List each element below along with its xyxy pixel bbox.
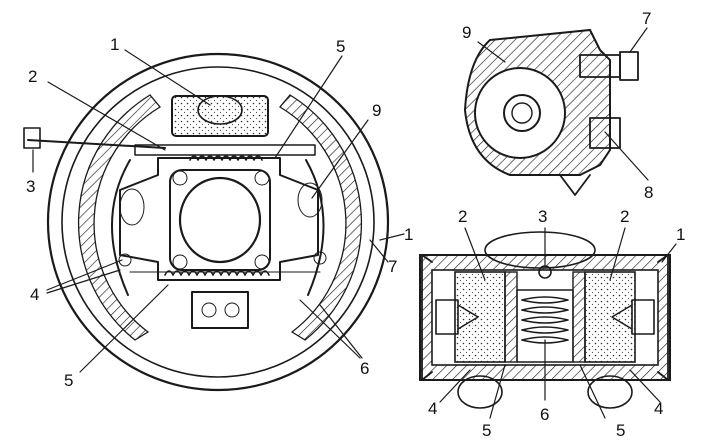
callout-cup-left: 5: [482, 421, 491, 440]
anchor-pin: [224, 302, 240, 318]
callout-shoe-cylinder: 1: [110, 35, 119, 54]
piston-right: [584, 271, 636, 363]
brake-shoe-lining-left: [77, 94, 161, 341]
piston-left: [454, 271, 506, 363]
mounting-lug-right: [587, 375, 633, 409]
piston-cup-right: [572, 271, 586, 363]
callout-body: 1: [676, 225, 685, 244]
piston-cup-left: [504, 271, 518, 363]
mounting-lug-left: [457, 375, 503, 409]
anchor-block: [191, 291, 249, 329]
mounting-tab: [559, 174, 591, 196]
piston-bore-outer: [474, 67, 566, 159]
callout-spring: 6: [540, 405, 549, 424]
callout-piston-right: 2: [620, 207, 629, 226]
fluid-inlet: [589, 117, 621, 149]
callout-spring-lower: 5: [64, 371, 73, 390]
parking-lever-clip: [23, 127, 41, 149]
wheel-cylinder-port: [197, 95, 243, 125]
callout-piston-left: 2: [458, 207, 467, 226]
push-rod-right: [631, 299, 655, 335]
piston-bore-center: [511, 102, 533, 124]
brake-drum-inner: [61, 66, 375, 378]
callout-bleed-port: 3: [538, 207, 547, 226]
hub-flange: [169, 169, 271, 271]
dust-boot-right: [657, 254, 669, 381]
callout-plate: 9: [372, 101, 381, 120]
brake-assembly-view: [23, 49, 405, 392]
wheel-cylinder-section-view: [419, 227, 677, 419]
upper-return-spring: [189, 155, 263, 161]
wheel-cylinder: [171, 95, 269, 137]
shoe-adjuster-bar: [134, 144, 316, 156]
push-rod-tip-right: [611, 304, 633, 330]
plate-slot-left: [119, 188, 145, 226]
piston-spring: [521, 296, 569, 344]
callout-lever: 3: [26, 177, 35, 196]
brake-drum-outer: [46, 52, 390, 392]
callout-cup-right: 5: [616, 421, 625, 440]
piston-bore-inner: [503, 94, 541, 132]
hub-bolt: [172, 254, 188, 270]
push-rod-tip-left: [457, 304, 479, 330]
parking-lever-rod: [27, 139, 166, 149]
callout-adjuster: 2: [28, 67, 37, 86]
callout-shoes: 6: [360, 359, 369, 378]
callout-boot-right: 4: [654, 399, 663, 418]
hub-bolt: [254, 254, 270, 270]
callout-spring-upper: 5: [336, 37, 345, 56]
push-rod-left: [435, 299, 459, 335]
callout-housing: 9: [462, 23, 471, 42]
callout-drum: 7: [388, 257, 397, 276]
anchor-pin: [201, 302, 217, 318]
lower-return-spring: [164, 270, 270, 276]
hub-bolt: [172, 170, 188, 186]
callout-hold-down: 4: [30, 285, 39, 304]
hold-down-pin: [118, 253, 132, 267]
brake-shoe-right: [305, 159, 325, 296]
hub-bore: [178, 176, 262, 264]
brake-shoe-left: [111, 159, 131, 296]
callout-bleeder: 7: [642, 9, 651, 28]
dust-boot-left: [421, 254, 433, 381]
backing-plate: [119, 157, 319, 281]
callout-boot-left: 4: [428, 399, 437, 418]
callout-lining: 1: [404, 225, 413, 244]
bleed-screw-nut: [619, 51, 639, 81]
brake-shoe-lining-right: [279, 94, 363, 341]
hold-down-pin: [313, 251, 327, 265]
callout-inlet: 8: [644, 183, 653, 202]
cylinder-section-view: [463, 27, 649, 196]
hub-bolt: [254, 170, 270, 186]
plate-slot-right: [297, 182, 323, 218]
